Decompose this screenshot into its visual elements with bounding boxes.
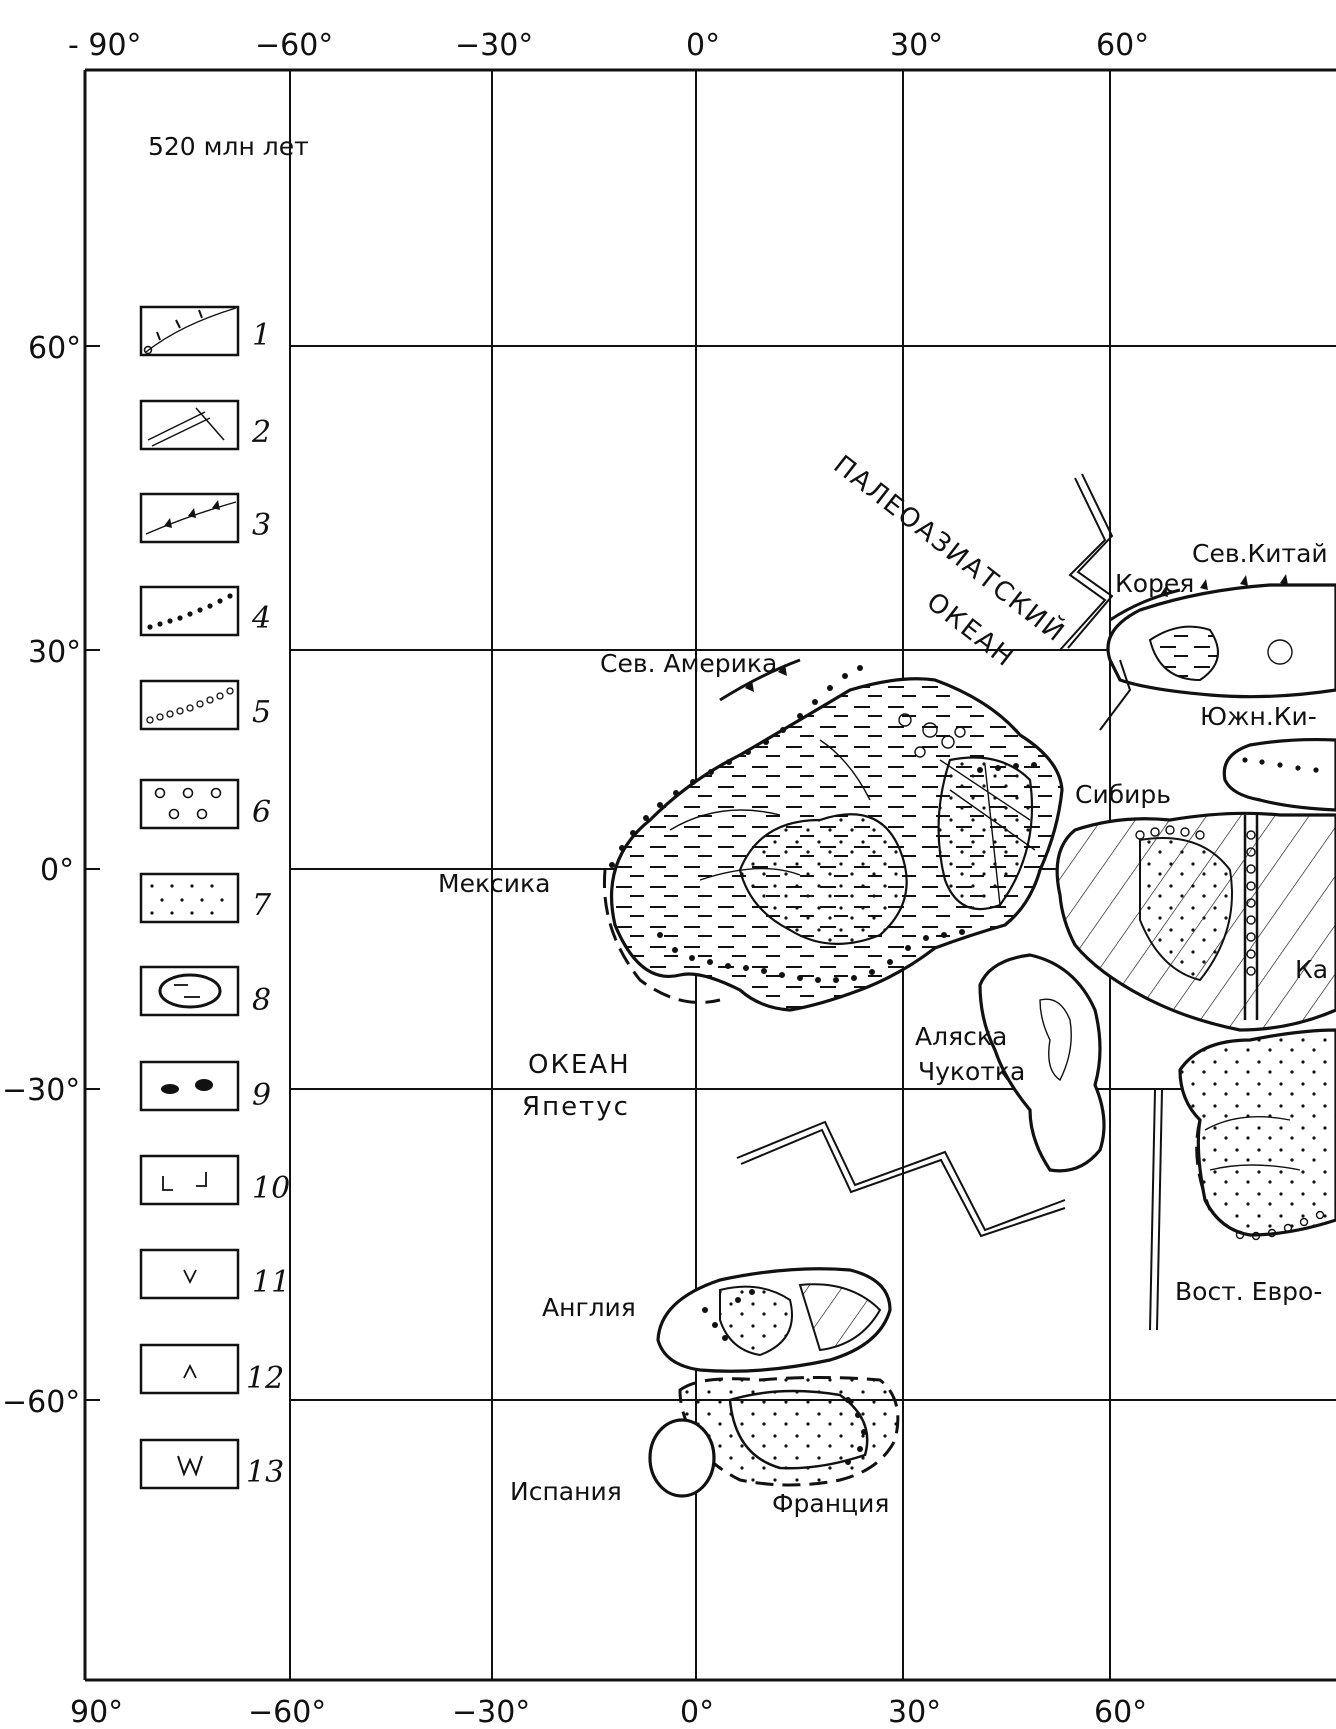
black-ovals-icon	[161, 1079, 213, 1094]
top-lon-tick: −60°	[255, 28, 333, 63]
legend-item: 11	[139, 1248, 290, 1300]
label-mexico: Мексика	[438, 869, 550, 898]
bottom-longitude-ticks: 90° −60° −30° 0° 30° 60°	[70, 1695, 1147, 1729]
legend-number: 5	[252, 695, 271, 730]
bottom-lon-tick: 30°	[888, 1695, 941, 1729]
dot-stipple-icon	[150, 884, 224, 915]
legend-item: 7	[139, 872, 272, 924]
top-longitude-ticks: - 90° −60° −30° 0° 30° 60°	[68, 28, 1149, 63]
legend-number: 13	[246, 1455, 284, 1490]
label-kazakhstan: Ка	[1295, 955, 1328, 984]
legend-item: 12	[139, 1343, 284, 1396]
label-east-europe: Вост. Евро-	[1175, 1277, 1322, 1306]
top-lon-tick: −30°	[455, 28, 533, 63]
label-north-china: Сев.Китай	[1192, 539, 1328, 568]
bottom-lon-tick: 0°	[680, 1695, 714, 1729]
continent-north-china	[1106, 574, 1336, 699]
top-lon-tick: 60°	[1096, 28, 1149, 63]
ridge-system	[736, 473, 1163, 1331]
legend-item: 6	[139, 778, 271, 830]
continent-baltica	[1178, 1028, 1336, 1241]
label-iapetus-ocean-2: Япетус	[522, 1092, 630, 1122]
label-iapetus-ocean: ОКЕАН	[528, 1050, 631, 1080]
dashed-ellipse-icon	[158, 973, 222, 1009]
legend-item: 3	[139, 492, 271, 544]
w-mark-icon	[177, 1455, 203, 1477]
label-alaska: Аляска	[915, 1022, 1007, 1051]
legend-item: 8	[139, 965, 271, 1018]
legend: 1 2 3	[139, 305, 290, 1490]
caret-mark-icon	[183, 1363, 197, 1379]
subduction-curve-icon	[143, 307, 237, 355]
legend-number: 3	[252, 508, 271, 543]
lat-tick: −60°	[2, 1385, 80, 1420]
label-spain: Испания	[510, 1477, 622, 1506]
legend-number: 4	[251, 601, 271, 636]
lat-tick: −30°	[2, 1073, 80, 1108]
legend-number: 8	[252, 983, 271, 1018]
continent-siberia	[1055, 811, 1336, 1032]
top-lon-tick: - 90°	[68, 28, 142, 63]
thrust-barbed-line-icon	[145, 500, 237, 535]
legend-number: 7	[252, 888, 272, 923]
legend-item: 13	[139, 1438, 284, 1490]
legend-number: 12	[246, 1361, 284, 1396]
legend-number: 6	[252, 795, 271, 830]
label-chukotka: Чукотка	[918, 1057, 1025, 1086]
bottom-lon-tick: 60°	[1094, 1695, 1147, 1729]
corner-marks-icon	[162, 1172, 207, 1191]
age-label: 520 млн лет	[148, 132, 309, 161]
top-lon-tick: 0°	[686, 28, 720, 63]
legend-number: 2	[251, 415, 271, 450]
label-france: Франция	[772, 1489, 889, 1518]
dotted-line-filled-icon	[147, 593, 233, 630]
legend-number: 11	[252, 1265, 290, 1300]
map-frame	[83, 68, 1336, 1682]
top-lon-tick: 30°	[890, 28, 943, 63]
label-north-america: Сев. Америка	[600, 649, 777, 678]
continent-alaska-chukotka	[978, 953, 1106, 1173]
label-south-china: Южн.Ки-	[1200, 702, 1317, 731]
bottom-lon-tick: −30°	[452, 1695, 530, 1729]
legend-item: 10	[139, 1154, 290, 1206]
bottom-lon-tick: −60°	[248, 1695, 326, 1729]
lat-tick: 0°	[40, 853, 74, 888]
legend-number: 9	[252, 1078, 271, 1113]
continent-north-america	[602, 665, 1064, 1012]
legend-item: 5	[139, 679, 271, 731]
label-england: Англия	[542, 1293, 636, 1322]
legend-item: 1	[139, 305, 271, 357]
dotted-line-open-icon	[146, 687, 234, 724]
continent-spain	[648, 1418, 716, 1498]
v-mark-icon	[183, 1269, 197, 1285]
legend-item: 2	[139, 399, 271, 451]
filled-dot-boundary	[609, 665, 1037, 983]
bottom-lon-tick: 90°	[70, 1695, 123, 1729]
open-circles-icon	[154, 787, 222, 820]
label-siberia: Сибирь	[1075, 780, 1171, 809]
legend-item: 4	[139, 585, 271, 637]
label-korea: Корея	[1115, 569, 1194, 598]
subduction-arc	[719, 588, 1181, 702]
continent-south-china	[1222, 737, 1336, 812]
rift-fault-icon	[147, 407, 225, 447]
legend-item: 9	[139, 1060, 271, 1113]
legend-number: 1	[252, 318, 271, 353]
continent-england	[656, 1267, 892, 1373]
legend-number: 10	[252, 1171, 290, 1206]
lat-tick: 30°	[28, 635, 81, 670]
latitude-ticks: 60° 30° 0° −30° −60°	[2, 331, 81, 1420]
lat-tick: 60°	[28, 331, 81, 366]
